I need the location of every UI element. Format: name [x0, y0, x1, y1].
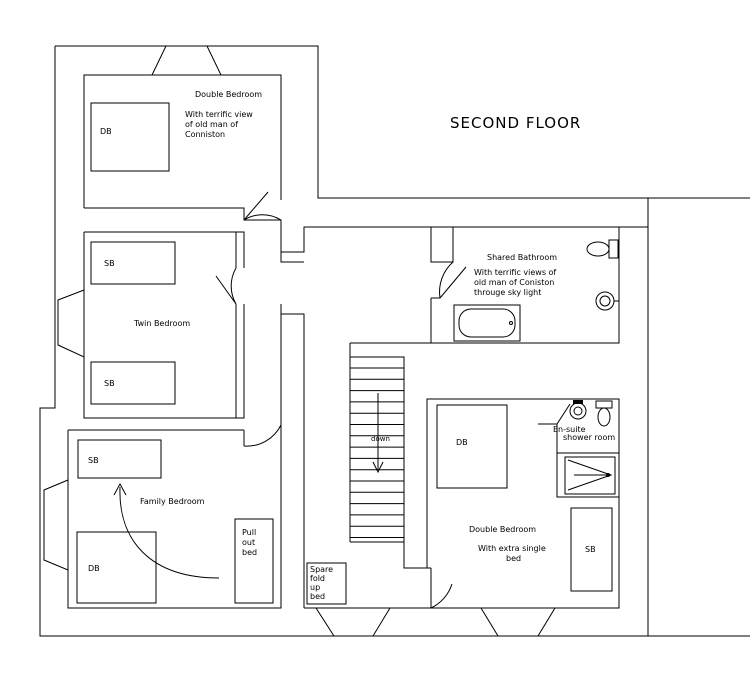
- pullout-bed-label-3: bed: [242, 548, 257, 557]
- shower-drain: [606, 473, 610, 477]
- spare-bed-label-2: fold: [310, 574, 325, 583]
- bed-db-top: [90, 102, 170, 172]
- bath-plug: [509, 321, 513, 325]
- ensuite-label-2: shower room: [563, 433, 615, 442]
- shower-tray: [564, 456, 616, 495]
- shared-bathroom-name: Shared Bathroom: [487, 253, 557, 262]
- bath-tub-inner: [458, 308, 516, 338]
- bed-sb-twin-2: [90, 361, 176, 405]
- double-bedroom-main-note-2: bed: [506, 554, 521, 563]
- door-main-bedroom: [430, 568, 453, 609]
- basin-icon: [595, 291, 619, 311]
- pullout-bed-label-1: Pull: [242, 528, 256, 537]
- bed-sb-main: [570, 507, 613, 592]
- shared-bathroom-note-2: old man of Coniston: [474, 278, 554, 287]
- bed-db-main-label: DB: [456, 438, 468, 447]
- bed-db-main: [436, 404, 508, 489]
- door-twin-bedroom: [215, 267, 237, 305]
- spare-bed-label-1: Spare: [310, 565, 333, 574]
- twin-bedroom: SB SB Twin Bedroom: [57, 231, 245, 419]
- bed-sb-twin-1-label: SB: [104, 259, 115, 268]
- double-bedroom-top-note-3: Conniston: [185, 130, 225, 139]
- bay-window-top: [151, 45, 222, 76]
- bay-window-main: [480, 607, 556, 637]
- bay-window-twin: [57, 289, 85, 358]
- double-bedroom-main-note-1: With extra single: [478, 544, 546, 553]
- twin-bedroom-name: Twin Bedroom: [133, 319, 190, 328]
- door-bathroom: [439, 261, 467, 299]
- bed-db-top-label: DB: [100, 127, 112, 136]
- pullout-bed: [234, 518, 274, 604]
- spare-bed: Spare fold up bed: [306, 562, 347, 605]
- shower-lines: [567, 459, 613, 491]
- shared-bathroom-note-1: With terrific views of: [474, 268, 556, 277]
- door-top-bedroom: [243, 191, 282, 221]
- bed-db-family-label: DB: [88, 564, 100, 573]
- outer-walls: [39, 45, 750, 637]
- stair-treads: [350, 367, 404, 538]
- bed-sb-family-label: SB: [88, 456, 99, 465]
- stair-arrow-head: [372, 461, 384, 474]
- double-bedroom-main-name: Double Bedroom: [469, 525, 536, 534]
- spare-bed-label-4: bed: [310, 592, 325, 601]
- curved-arrow: [119, 486, 220, 579]
- shared-bathroom-note-3: througe sky light: [474, 288, 541, 297]
- stairs-label: down: [371, 435, 390, 443]
- bed-sb-main-label: SB: [585, 545, 596, 554]
- bay-window-family: [43, 479, 69, 571]
- double-bedroom-top: DB Double Bedroom With terrific view of …: [83, 45, 648, 253]
- staircase: down: [349, 342, 431, 569]
- bed-sb-twin-2-label: SB: [104, 379, 115, 388]
- double-bedroom-top-name: Double Bedroom: [195, 90, 262, 99]
- family-bedroom-name: Family Bedroom: [140, 497, 205, 506]
- ensuite: En-suite shower room: [538, 400, 619, 498]
- pullout-bed-label-2: out: [242, 538, 255, 547]
- ensuite-label-1: En-suite: [553, 425, 586, 434]
- double-bedroom-main: DB SB Double Bedroom With extra single b…: [426, 398, 620, 637]
- shared-bathroom: Shared Bathroom With terrific views of o…: [430, 227, 620, 344]
- family-bedroom: SB DB Pull out bed Family Bedroom: [43, 313, 305, 609]
- bed-sb-family: [77, 439, 162, 479]
- bed-sb-twin-1: [90, 241, 176, 285]
- double-bedroom-top-note-1: With terrific view: [185, 110, 253, 119]
- bed-db-family: [76, 531, 157, 604]
- hallway-walls: [280, 252, 304, 314]
- door-ensuite: [538, 403, 571, 425]
- double-bedroom-top-note-2: of old man of: [185, 120, 238, 129]
- toilet-icon: [586, 239, 619, 259]
- floor-title: SECOND FLOOR: [450, 114, 581, 132]
- bath-tub: [453, 304, 521, 342]
- door-family-bedroom: [243, 424, 282, 447]
- ensuite-basin-icon: [569, 400, 587, 420]
- curved-arrow-head: [113, 482, 127, 496]
- spare-bed-label-3: up: [310, 583, 320, 592]
- ensuite-toilet-icon: [595, 400, 613, 427]
- bay-window-hall: [315, 607, 391, 637]
